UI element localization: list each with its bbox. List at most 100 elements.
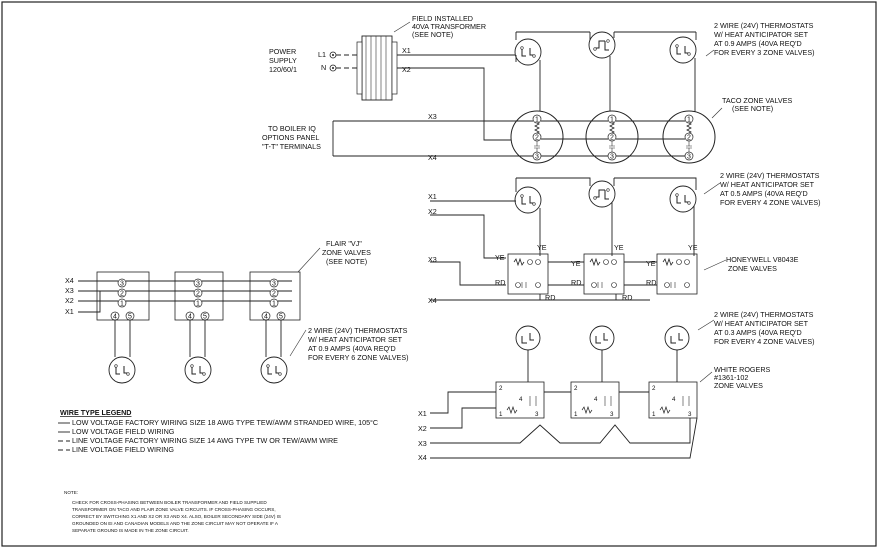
taco-valve-2: 1 2 3 [585,110,639,164]
svg-text:2: 2 [499,385,503,392]
svg-text:1: 1 [272,301,276,308]
n-label: N [321,63,326,72]
svg-text:3: 3 [610,411,614,418]
svg-text:WHITE ROGERS: WHITE ROGERS [714,365,771,374]
boiler-label: TO BOILER IQ OPTIONS PANEL "T-T" TERMINA… [262,124,321,151]
svg-text:1: 1 [196,301,200,308]
svg-text:YE: YE [646,259,656,268]
svg-text:X4: X4 [418,453,427,462]
svg-text:RD: RD [545,293,555,302]
svg-text:RD: RD [571,278,581,287]
honeywell-valve-2: YE YE RD RD [571,243,632,302]
svg-text:ZONE VALVES: ZONE VALVES [322,248,371,257]
svg-text:4: 4 [113,314,117,321]
taco-valve-3: 1 2 3 [662,110,716,164]
svg-text:ZONE VALVES: ZONE VALVES [714,381,763,390]
svg-text:2 WIRE (24V) THERMOSTATS: 2 WIRE (24V) THERMOSTATS [720,171,820,180]
svg-text:AT 0.9 AMPS (40VA REQ'D: AT 0.9 AMPS (40VA REQ'D [714,39,802,48]
svg-text:3: 3 [196,281,200,288]
svg-text:3: 3 [687,154,691,161]
svg-text:4: 4 [519,396,523,403]
svg-text:AT 0.5 AMPS (40VA REQ'D: AT 0.5 AMPS (40VA REQ'D [720,189,808,198]
svg-text:X2: X2 [65,296,74,305]
svg-text:5: 5 [203,314,207,321]
legend-item-2: LOW VOLTAGE FIELD WIRING [72,427,175,436]
svg-text:4: 4 [672,396,676,403]
svg-text:1: 1 [499,411,503,418]
flair-valve-label: FLAIR "VJ" ZONE VALVES (SEE NOTE) [322,239,371,266]
svg-text:RD: RD [495,278,505,287]
svg-text:TACO ZONE VALVES: TACO ZONE VALVES [722,96,792,105]
honeywell-thermostat-2 [588,180,616,208]
svg-text:YE: YE [614,243,624,252]
svg-text:X4: X4 [428,153,437,162]
svg-text:40VA TRANSFORMER: 40VA TRANSFORMER [412,22,486,31]
svg-text:1: 1 [120,301,124,308]
svg-text:X3: X3 [428,255,437,264]
l1-label: L1 [318,50,326,59]
transformer-label: FIELD INSTALLED 40VA TRANSFORMER (SEE NO… [412,14,486,39]
svg-text:W/ HEAT ANTICIPATOR SET: W/ HEAT ANTICIPATOR SET [714,319,809,328]
svg-text:1: 1 [574,411,578,418]
svg-text:1: 1 [535,117,539,124]
svg-text:YE: YE [571,259,581,268]
svg-text:FOR EVERY 6 ZONE VALVES): FOR EVERY 6 ZONE VALVES) [308,353,409,362]
svg-text:3: 3 [535,411,539,418]
svg-text:2 WIRE (24V) THERMOSTATS: 2 WIRE (24V) THERMOSTATS [714,21,814,30]
svg-text:2: 2 [120,291,124,298]
svg-text:#1361-102: #1361-102 [714,373,748,382]
flair-thermostat-3 [260,356,288,384]
svg-text:FIELD INSTALLED: FIELD INSTALLED [412,14,473,23]
svg-text:X4: X4 [428,296,437,305]
svg-text:4: 4 [594,396,598,403]
svg-text:X1: X1 [402,46,411,55]
svg-text:3: 3 [535,154,539,161]
svg-text:2 WIRE (24V) THERMOSTATS: 2 WIRE (24V) THERMOSTATS [714,310,814,319]
svg-text:OPTIONS PANEL: OPTIONS PANEL [262,133,319,142]
legend-item-3: LINE VOLTAGE FACTORY WIRING SIZE 14 AWG … [72,436,338,445]
svg-text:2: 2 [535,135,539,142]
svg-text:HONEYWELL V8043E: HONEYWELL V8043E [726,255,799,264]
svg-text:X1: X1 [65,307,74,316]
svg-text:X1: X1 [418,409,427,418]
svg-text:4: 4 [264,314,268,321]
flair-valve-2: 3 2 1 4 5 [174,271,224,321]
svg-text:YE: YE [688,243,698,252]
svg-text:ZONE VALVES: ZONE VALVES [728,264,777,273]
svg-text:W/ HEAT ANTICIPATOR SET: W/ HEAT ANTICIPATOR SET [714,30,809,39]
flair-valve-1: 3 2 1 4 5 [96,271,150,321]
svg-text:X2: X2 [402,65,411,74]
white-rogers-thermostat-2 [589,325,615,351]
transformer [356,21,411,101]
flair-valve-3: 3 2 1 4 5 [249,271,301,321]
svg-text:YE: YE [495,253,505,262]
legend-item-4: LINE VOLTAGE FIELD WIRING [72,445,174,454]
svg-text:X1: X1 [428,192,437,201]
svg-text:3: 3 [610,154,614,161]
white-rogers-thermostat-3 [664,325,690,351]
svg-text:1: 1 [687,117,691,124]
honeywell-valve-1: YE YE RD RD [495,243,555,302]
svg-text:W/ HEAT ANTICIPATOR SET: W/ HEAT ANTICIPATOR SET [308,335,403,344]
flair-thermostat-2 [184,356,212,384]
svg-text:5: 5 [279,314,283,321]
svg-text:FOR EVERY 4 ZONE VALVES): FOR EVERY 4 ZONE VALVES) [720,198,821,207]
white-rogers-thermostat-1 [515,325,541,351]
svg-text:TRANSFORMER ON TACO AND FLAIR: TRANSFORMER ON TACO AND FLAIR ZONE VALVE… [72,507,276,512]
note: NOTE: CHECK FOR CROSS-PHASING BETWEEN BO… [64,490,281,533]
svg-text:SUPPLY: SUPPLY [269,56,297,65]
svg-text:SEPARATE GROUND IS MADE IN THE: SEPARATE GROUND IS MADE IN THE ZONE CIRC… [72,528,189,533]
svg-text:TO BOILER IQ: TO BOILER IQ [268,124,316,133]
svg-text:3: 3 [688,411,692,418]
svg-text:X3: X3 [418,439,427,448]
svg-text:1: 1 [652,411,656,418]
legend-title: WIRE TYPE LEGEND [60,408,131,417]
note-title: NOTE: [64,490,78,495]
svg-text:X2: X2 [418,424,427,433]
svg-text:X3: X3 [65,286,74,295]
taco-thermostat-label: 2 WIRE (24V) THERMOSTATS W/ HEAT ANTICIP… [714,21,815,57]
svg-text:RD: RD [622,293,632,302]
flair-thermostat-1 [108,356,136,384]
svg-text:2 WIRE (24V) THERMOSTATS: 2 WIRE (24V) THERMOSTATS [308,326,408,335]
